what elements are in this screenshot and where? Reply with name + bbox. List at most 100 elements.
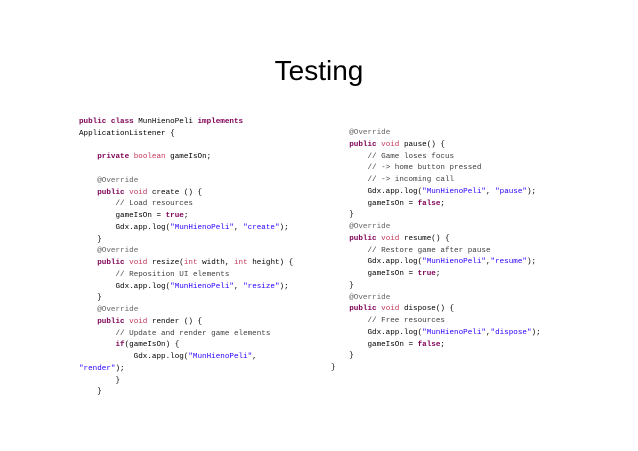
code-token: ); xyxy=(279,223,289,232)
code-token: implements xyxy=(197,118,244,126)
code-line: @Override xyxy=(331,128,541,140)
code-line: // Restore game after pause xyxy=(331,246,541,258)
code-line: Gdx.app.log("MunHienoPeli", "pause"); xyxy=(331,187,541,199)
code-line: @Override xyxy=(79,246,293,258)
code-token: (gameIsOn) { xyxy=(124,341,180,350)
code-token: Gdx.app.log( xyxy=(331,328,423,337)
code-token: } xyxy=(331,364,336,372)
code-token: public xyxy=(349,140,382,149)
code-token: void xyxy=(381,234,404,243)
code-token: ); xyxy=(526,258,537,267)
code-token: @Override xyxy=(97,247,139,256)
code-token: width, xyxy=(202,259,234,267)
code-token: gameIsOn = xyxy=(331,270,418,278)
code-token xyxy=(79,271,115,279)
code-token: void xyxy=(381,140,404,149)
code-token xyxy=(331,294,349,302)
code-token: ; xyxy=(440,199,445,208)
code-token: boolean xyxy=(133,153,171,162)
code-line: public void resume() { xyxy=(331,234,541,246)
code-token: "MunHienoPeli" xyxy=(188,353,253,361)
code-token: gameIsOn; xyxy=(170,153,212,162)
code-token xyxy=(79,259,97,267)
code-token: "MunHienoPeli" xyxy=(422,328,486,337)
code-token: "pause" xyxy=(495,187,527,196)
code-token xyxy=(79,330,115,338)
code-token xyxy=(331,153,367,161)
code-token: } xyxy=(79,294,102,303)
code-token: public xyxy=(97,317,130,326)
code-token: height) { xyxy=(252,259,294,267)
code-line: ApplicationListener { xyxy=(79,129,293,141)
code-token: } xyxy=(79,235,102,244)
code-line: gameIsOn = false; xyxy=(331,199,541,211)
code-token: // Load resources xyxy=(115,200,193,209)
code-token: // Restore game after pause xyxy=(367,246,491,255)
code-token: } xyxy=(331,281,354,290)
code-token: "dispose" xyxy=(490,328,532,337)
code-token: void xyxy=(129,188,152,197)
code-line: } xyxy=(331,351,541,363)
code-token: ); xyxy=(531,328,541,337)
code-token: // -> incoming call xyxy=(367,176,455,184)
code-block-right: @Override public void pause() { // Game … xyxy=(331,128,541,375)
code-token xyxy=(331,317,367,325)
code-line: } xyxy=(79,387,293,399)
code-token: public xyxy=(349,305,382,314)
code-token xyxy=(331,247,367,255)
code-token xyxy=(331,141,349,149)
code-token: ); xyxy=(279,282,289,291)
code-line: } xyxy=(79,235,293,247)
code-line: // -> incoming call xyxy=(331,175,541,187)
code-token: "MunHienoPeli" xyxy=(422,187,486,196)
code-line: public class MunHienoPeli implements xyxy=(79,117,293,129)
code-line: gameIsOn = false; xyxy=(331,340,541,352)
code-token: @Override xyxy=(97,176,139,185)
code-token: resize( xyxy=(151,259,184,267)
code-token: // Reposition UI elements xyxy=(115,270,230,279)
code-token: } xyxy=(331,211,354,220)
code-token: gameIsOn = xyxy=(331,199,418,208)
code-line: @Override xyxy=(331,293,541,305)
code-token: false xyxy=(417,199,441,208)
code-line: // Game loses focus xyxy=(331,152,541,164)
code-token: , xyxy=(233,223,244,232)
code-line: gameIsOn = true; xyxy=(331,269,541,281)
code-token: "resize" xyxy=(243,282,280,291)
code-token: dispose() { xyxy=(403,305,455,314)
code-token: @Override xyxy=(349,129,391,137)
code-line: Gdx.app.log("MunHienoPeli", xyxy=(79,352,293,364)
code-line: public void pause() { xyxy=(331,140,541,152)
code-token: gameIsOn = xyxy=(79,212,166,220)
code-line: "render"); xyxy=(79,364,293,376)
code-token: public xyxy=(97,259,130,267)
code-token: , xyxy=(233,282,244,291)
code-line: } xyxy=(331,210,541,222)
code-token: Gdx.app.log( xyxy=(331,258,423,267)
code-token: "MunHienoPeli" xyxy=(170,223,234,232)
code-token: public xyxy=(97,188,130,197)
code-token: ; xyxy=(440,340,445,349)
code-token: void xyxy=(129,259,152,267)
code-token: public xyxy=(349,234,382,243)
code-token: MunHienoPeli xyxy=(138,118,198,126)
code-token: ); xyxy=(526,187,537,196)
code-token: // -> home button pressed xyxy=(367,164,482,173)
code-token: false xyxy=(417,340,441,349)
code-token xyxy=(331,164,367,172)
code-token: pause() { xyxy=(403,140,445,149)
code-line: } xyxy=(331,363,541,375)
code-line: // Free resources xyxy=(331,316,541,328)
code-line: gameIsOn = true; xyxy=(79,211,293,223)
code-token xyxy=(79,153,97,161)
code-token: , xyxy=(252,353,257,361)
code-token: @Override xyxy=(349,293,391,302)
code-token: ; xyxy=(183,212,189,220)
code-token: if xyxy=(115,341,125,350)
code-token: } xyxy=(331,352,354,361)
code-token: "render" xyxy=(79,364,116,373)
code-line: // Update and render game elements xyxy=(79,329,293,341)
code-line: public void create () { xyxy=(79,188,293,200)
code-line: @Override xyxy=(79,176,293,188)
code-token: public class xyxy=(79,118,139,126)
